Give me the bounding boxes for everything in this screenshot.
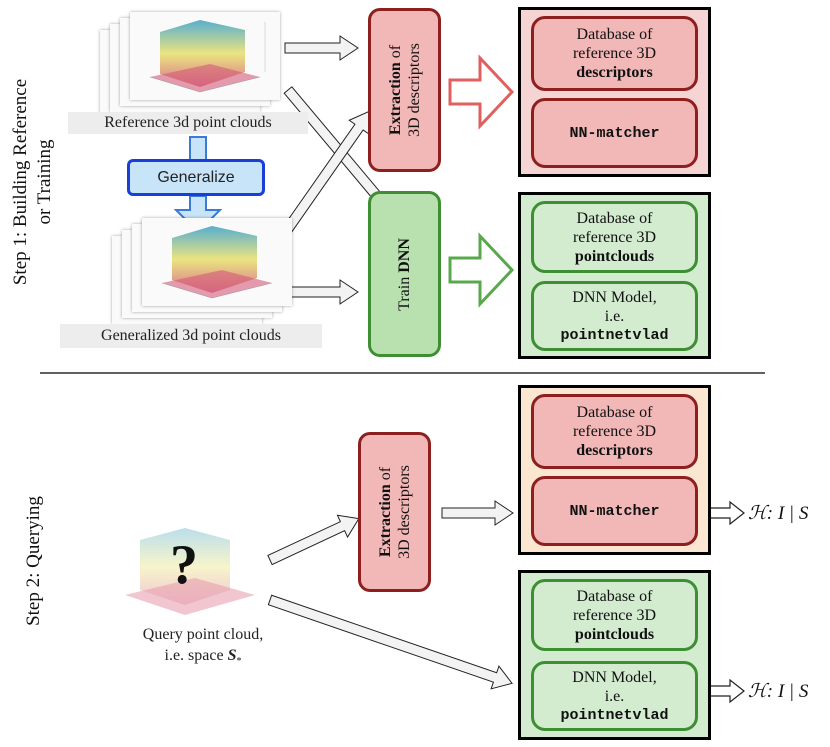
model-panel-step1: Database of reference 3D pointclouds DNN… (518, 192, 711, 359)
dnn-model-box: DNN Model, i.e. pointnetvlad (531, 281, 698, 351)
nn-matcher-box: NN-matcher (531, 98, 698, 168)
question-mark: ? (170, 534, 198, 596)
output-label-bottom: ℋ: I | S (748, 681, 809, 702)
descriptor-database: Database of reference 3D descriptors (531, 394, 698, 469)
query-caption: Query point cloud, i.e. space S* (142, 626, 264, 668)
reference-caption: Reference 3d point clouds (68, 112, 308, 134)
pointcloud-plot (142, 218, 292, 306)
output-arrow-top (709, 500, 745, 526)
step2-label: Step 2: Querying (23, 496, 44, 626)
step1-label: Step 1: Building Reference or Training (10, 78, 55, 286)
arrow-reference-to-extraction (284, 35, 359, 61)
big-arrow-extraction-to-descriptors (448, 54, 515, 130)
descriptor-database-panel-step2: Database of reference 3D descriptors NN-… (518, 385, 711, 555)
output-label-top: ℋ: I | S (748, 503, 809, 524)
descriptor-database: Database of reference 3D descriptors (531, 16, 698, 91)
arrow-generalized-to-train (286, 279, 359, 305)
pointcloud-plot-graphic (161, 226, 273, 299)
extraction-box-step2: Extraction of 3D descriptors (358, 432, 431, 592)
pointcloud-plot (130, 12, 280, 100)
arrow-query-to-extraction (267, 514, 360, 566)
arrow-query-to-model (267, 594, 513, 690)
generalize-button[interactable]: Generalize (127, 159, 265, 196)
big-arrow-train-to-model (448, 232, 515, 308)
descriptor-database-panel-step1: Database of reference 3D descriptors NN-… (518, 7, 711, 177)
generalized-caption: Generalized 3d point clouds (60, 324, 322, 348)
output-arrow-bottom (709, 678, 745, 704)
train-dnn-box: Train DNN (368, 191, 441, 357)
nn-matcher-box: NN-matcher (531, 476, 698, 546)
query-pointcloud (110, 520, 260, 620)
pointcloud-database: Database of reference 3D pointclouds (531, 579, 698, 651)
query-pointcloud-graphic (125, 528, 255, 615)
model-panel-step2: Database of reference 3D pointclouds DNN… (518, 570, 711, 740)
pointcloud-database: Database of reference 3D pointclouds (531, 201, 698, 273)
generalize-arrow-top (189, 136, 207, 161)
dnn-model-box: DNN Model, i.e. pointnetvlad (531, 661, 698, 731)
extraction-box-step1: Extraction of 3D descriptors (368, 8, 441, 172)
pointcloud-plot-graphic (149, 20, 266, 93)
arrow-extraction-to-descriptors (441, 500, 514, 526)
